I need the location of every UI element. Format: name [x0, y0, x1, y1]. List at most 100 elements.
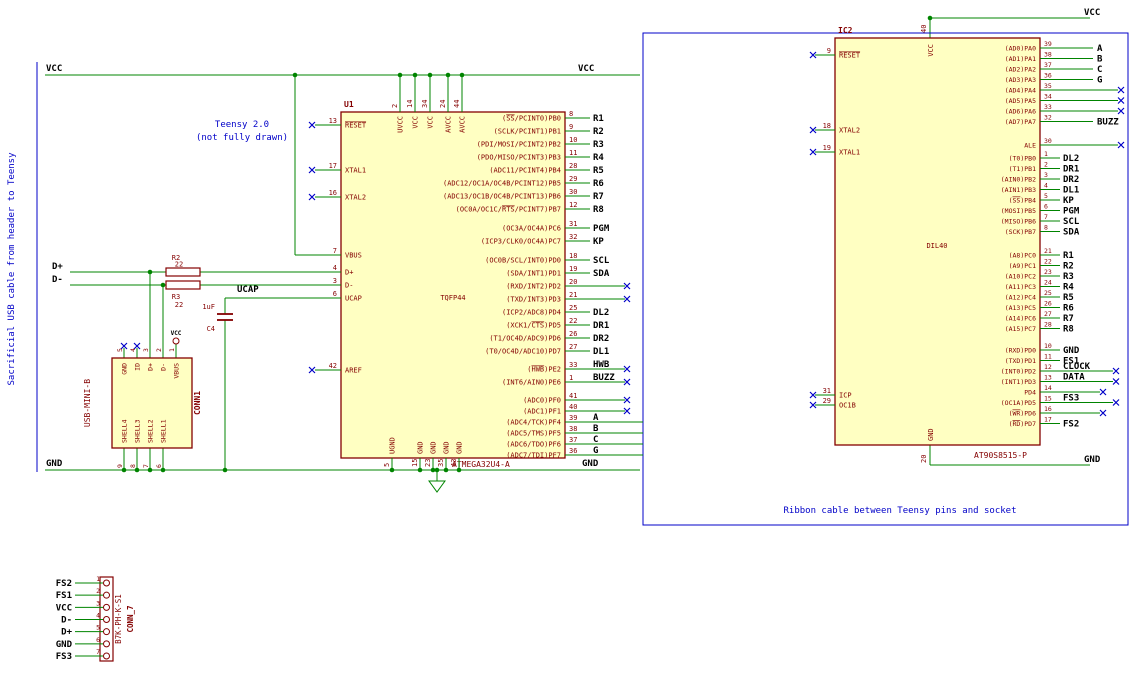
net-label: GND: [582, 459, 599, 469]
net-label: G: [1097, 76, 1102, 86]
net-label: B: [593, 424, 599, 434]
no-connect-marker: [1112, 399, 1120, 406]
net-label: R5: [1063, 293, 1074, 303]
pin-number: 12: [569, 201, 577, 209]
pin-number: 24: [439, 100, 447, 108]
pin-number: 18: [569, 252, 577, 260]
net-label: D-: [61, 616, 72, 626]
pin-number: 4: [333, 264, 337, 272]
pin-name: (AIN0)PB2: [1001, 176, 1036, 184]
component-ref: IC2: [838, 26, 853, 35]
note-teensy-line1: Teensy 2.0: [214, 120, 270, 130]
junction-dot: [160, 282, 166, 288]
pin-name: XTAL2: [839, 127, 860, 135]
gnd-symbol: [428, 480, 446, 493]
pin-number: 38: [1044, 51, 1052, 59]
pin-number: 34: [421, 100, 429, 108]
pin-name: (MOSI)PB5: [1001, 207, 1036, 215]
pin-name: AVCC: [459, 116, 467, 133]
net-label: R7: [593, 192, 604, 202]
pin-name: RESET: [839, 52, 861, 60]
pin-number: 39: [569, 414, 577, 422]
junction-dot: [292, 72, 298, 78]
pin-pad: [103, 591, 110, 599]
pin-number: 22: [1044, 258, 1052, 266]
pin-number: 1: [569, 374, 573, 382]
no-connect-marker: [1112, 367, 1120, 375]
pin-number: 36: [1044, 72, 1052, 80]
net-label: CLOCK: [1063, 362, 1091, 372]
pin-number: 6: [96, 636, 100, 644]
net-label: BUZZ: [1097, 118, 1119, 128]
pin-name: (INT6/AIN0)PE6: [502, 379, 561, 387]
conn1-body: [111, 357, 193, 449]
pin-name: GND: [417, 441, 425, 454]
no-connect-marker: [1117, 107, 1125, 115]
pin-number: 28: [1044, 321, 1052, 329]
pin-number: 4: [96, 612, 100, 620]
component-ref: U1: [344, 100, 354, 109]
conn7-body: [99, 576, 114, 662]
pin-pad: [103, 603, 110, 611]
no-connect-marker: [809, 148, 817, 156]
pin-name: VBUS: [345, 252, 362, 260]
pin-name: (RD)PD7: [1009, 420, 1036, 428]
pin-number: 10: [569, 136, 577, 144]
pin-number: 6: [155, 464, 163, 468]
no-connect-marker: [308, 121, 316, 129]
pin-name: SHELL3: [134, 419, 142, 443]
pin-number: 17: [1044, 416, 1052, 424]
component-value: 22: [175, 301, 183, 309]
pin-name: (A15)PC7: [1005, 325, 1036, 333]
pin-name: AREF: [345, 367, 362, 375]
pin-number: 5: [116, 348, 124, 352]
pin-name: (T1)PB1: [1009, 165, 1036, 173]
pin-name: XTAL1: [839, 149, 860, 157]
pin-name: (SS)PB4: [1009, 197, 1036, 205]
net-label: R6: [593, 179, 604, 189]
pin-name: SHELL4: [121, 419, 129, 443]
net-label: VCC: [1084, 8, 1100, 18]
net-label: FS3: [1063, 394, 1079, 404]
net-label: PGM: [1063, 207, 1080, 217]
pin-number: 32: [1044, 114, 1052, 122]
pin-name: (TXD)PD1: [1005, 357, 1036, 365]
pin-name: RESET: [345, 122, 367, 130]
pin-name: AVCC: [445, 116, 453, 133]
junction-dot: [147, 269, 153, 275]
component-part: ATMEGA32U4-A: [452, 460, 510, 469]
no-connect-marker: [120, 342, 128, 350]
no-connect-marker: [308, 366, 316, 374]
pin-name: (XCK1/CTS)PD5: [506, 322, 561, 330]
pin-number: 6: [1044, 203, 1048, 211]
pin-number: 2: [96, 587, 100, 595]
net-label: R1: [593, 114, 604, 124]
pin-name: (INT1)PD3: [1001, 378, 1036, 386]
pin-name: (A10)PC2: [1005, 273, 1036, 281]
pin-name: VCC: [427, 116, 435, 129]
pin-name: (ADC5/TMS)PF5: [506, 430, 561, 438]
component-ref: CONN1: [193, 391, 202, 415]
pin-number: 33: [1044, 103, 1052, 111]
no-connect-marker: [308, 166, 316, 174]
no-connect-marker: [133, 342, 141, 350]
pin-number: 1: [168, 348, 176, 352]
no-connect-marker: [623, 295, 631, 303]
pin-name: (PDO/MISO/PCINT3)PB3: [477, 154, 561, 162]
pin-number: 25: [569, 304, 577, 312]
net-label: FS1: [56, 591, 72, 601]
pin-number: 40: [569, 403, 577, 411]
pin-number: 36: [569, 447, 577, 455]
u1-body: [340, 111, 566, 459]
net-label: D+: [61, 628, 72, 638]
pin-name: (SCK)PB7: [1005, 228, 1036, 236]
note-ribbon-cable: Ribbon cable between Teensy pins and soc…: [783, 506, 1017, 516]
pin-number: 5: [96, 624, 100, 632]
pin-name: (SS/PCINT0)PB0: [502, 115, 561, 123]
pin-name: (RXD/INT2)PD2: [506, 283, 561, 291]
net-label: R2: [1063, 262, 1074, 272]
net-label: A: [593, 413, 599, 423]
